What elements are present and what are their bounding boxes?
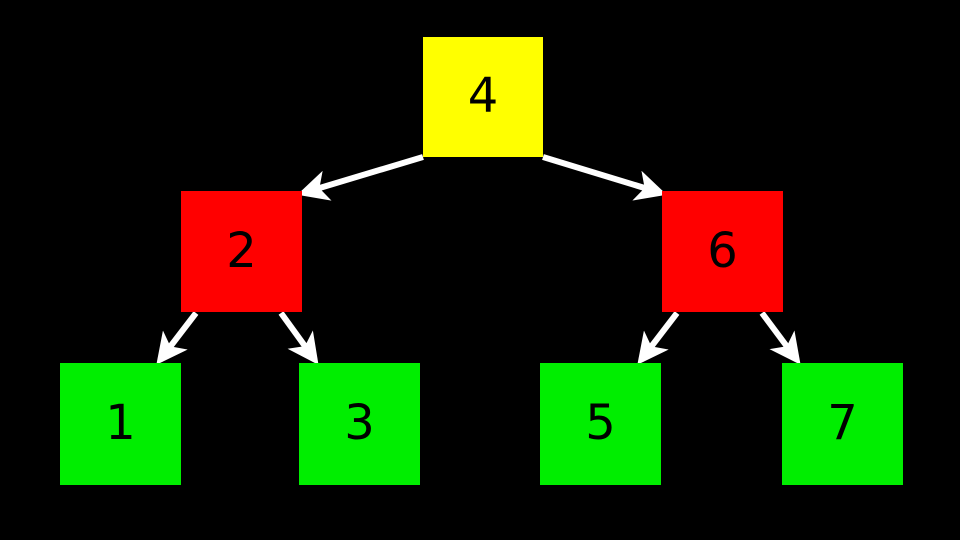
tree-edge-n6-to-n7 <box>759 311 801 365</box>
tree-node-5[interactable]: 5 <box>540 363 661 485</box>
tree-node-label: 2 <box>226 222 257 279</box>
tree-node-1[interactable]: 1 <box>60 363 181 485</box>
tree-node-label: 3 <box>344 395 375 451</box>
tree-edge-n6-to-n5 <box>637 311 680 365</box>
tree-node-4[interactable]: 4 <box>423 37 543 157</box>
tree-edge-n2-to-n1 <box>156 311 199 365</box>
tree-node-label: 7 <box>827 395 858 451</box>
tree-node-6[interactable]: 6 <box>662 191 783 312</box>
tree-edge-n4-to-n2 <box>297 154 424 201</box>
tree-node-7[interactable]: 7 <box>782 363 903 485</box>
tree-node-label: 1 <box>105 395 136 451</box>
tree-node-label: 4 <box>467 68 499 124</box>
tree-node-label: 5 <box>585 395 616 451</box>
tree-edge-n2-to-n3 <box>278 311 319 365</box>
tree-node-2[interactable]: 2 <box>181 191 302 312</box>
tree-edge-n4-to-n6 <box>542 154 667 201</box>
edges-group <box>156 154 801 365</box>
tree-node-3[interactable]: 3 <box>299 363 420 485</box>
tree-node-label: 6 <box>707 222 738 279</box>
